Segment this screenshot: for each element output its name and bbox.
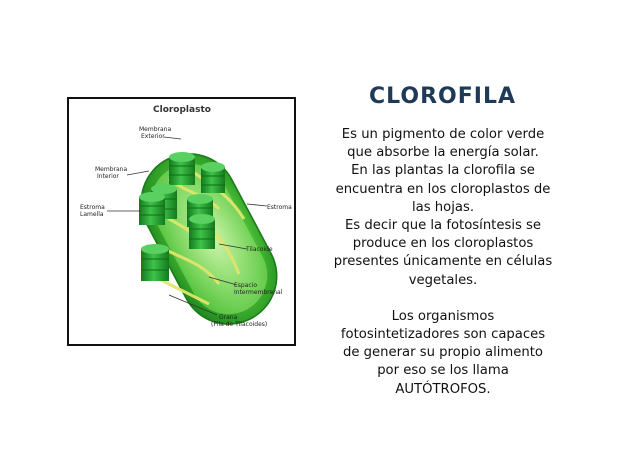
label-estroma-lamella-2: Lamella: [80, 211, 104, 218]
label-membrana-exterior-2: Exterior: [141, 133, 165, 140]
label-espacio: Espacio: [234, 282, 257, 289]
slide-title: CLOROFILA: [369, 84, 516, 109]
leader-lines: [107, 136, 268, 316]
label-membrana-exterior: Membrana: [139, 126, 171, 133]
label-grana: Grana: [219, 314, 238, 321]
label-espacio-2: Intermembrenal: [234, 289, 283, 296]
grana-stacks: [139, 152, 225, 281]
paragraph-gap: [312, 290, 574, 308]
label-membrana-interior: Membrana: [95, 166, 127, 173]
chloroplast-figure: Cloroplasto: [67, 97, 296, 346]
label-tilacoide: Tilacoide: [245, 246, 273, 253]
paragraph-clorofila: Es un pigmento de color verde que absorb…: [333, 127, 553, 288]
chloroplast-diagram: Cloroplasto: [80, 105, 292, 328]
diagram-title: Cloroplasto: [153, 105, 211, 115]
label-estroma-lamella: Estroma: [80, 204, 105, 211]
label-membrana-interior-2: Interior: [97, 173, 119, 180]
label-estroma: Estroma: [267, 204, 292, 211]
label-grana-2: (Pila de Tilacoides): [211, 321, 267, 328]
paragraph-autotrofos: Los organismos fotosintetizadores son ca…: [340, 308, 546, 397]
slide-body: Es un pigmento de color verde que absorb…: [312, 126, 574, 399]
